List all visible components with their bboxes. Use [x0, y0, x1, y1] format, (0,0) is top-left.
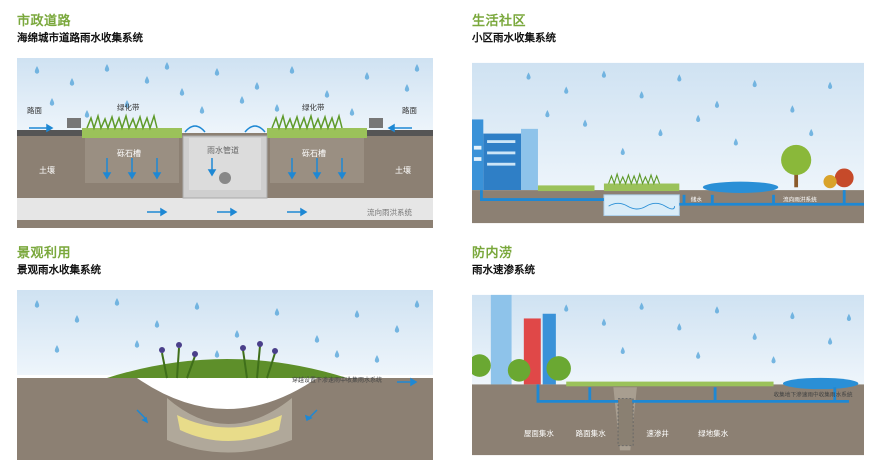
label-well: 速渗井 — [646, 428, 669, 438]
label-road-left: 路面 — [27, 105, 42, 115]
landscape-rain-illustration: 穿越设置下渗速雨中收集雨水系统 — [17, 290, 433, 460]
label-roof: 屋面集水 — [524, 428, 555, 438]
label-flow: 流向雨洪系统 — [783, 195, 817, 203]
label-gravel-right: 砾石槽 — [302, 148, 326, 158]
panel-subtitle: 小区雨水收集系统 — [472, 32, 556, 44]
infiltration-labels: 屋面集水 路面集水 速渗井 绿地集水 收集地下渗速雨中收集雨水系统 — [524, 391, 853, 439]
panel-subtitle: 雨水速渗系统 — [472, 264, 535, 276]
label-road: 路面集水 — [576, 428, 607, 438]
panel-subtitle: 海绵城市道路雨水收集系统 — [17, 32, 143, 44]
panel-subtitle: 景观雨水收集系统 — [17, 264, 101, 276]
label-green-right: 绿化带 — [302, 102, 325, 112]
label-note: 收集地下渗速雨中收集雨水系统 — [774, 391, 853, 399]
label-gravel-left: 砾石槽 — [117, 148, 141, 158]
label-soil-left: 土壤 — [39, 165, 55, 175]
label-soil-right: 土壤 — [395, 165, 411, 175]
road-labels: 路面 绿化带 绿化带 路面 砾石槽 雨水管道 砾石槽 土壤 土壤 流向雨洪系统 — [27, 102, 417, 217]
panel-residential-community: 生活社区 小区雨水收集系统 — [455, 0, 880, 229]
label-storage: 储水 — [691, 195, 703, 203]
panel-landscape-use: 景观利用 景观雨水收集系统 穿越设置下渗速雨中收集雨水系统 — [0, 232, 440, 461]
category-title: 防内涝 — [472, 246, 513, 261]
panel-waterlogging-prevention: 防内涝 雨水速渗系统 — [455, 232, 880, 461]
label-green-left: 绿化带 — [117, 102, 140, 112]
label-flow: 流向雨洪系统 — [367, 207, 412, 217]
category-title: 景观利用 — [17, 246, 72, 261]
label-road-right: 路面 — [402, 105, 417, 115]
label-pipe: 雨水管道 — [207, 145, 239, 155]
category-title: 生活社区 — [472, 14, 527, 29]
infiltration-illustration: 屋面集水 路面集水 速渗井 绿地集水 收集地下渗速雨中收集雨水系统 — [472, 294, 864, 456]
label-note: 穿越设置下渗速雨中收集雨水系统 — [292, 376, 382, 384]
label-green: 绿地集水 — [698, 428, 729, 438]
panel-municipal-road: 市政道路 海绵城市道路雨水收集系统 — [0, 0, 440, 229]
road-rain-illustration: 路面 绿化带 绿化带 路面 砾石槽 雨水管道 砾石槽 土壤 土壤 流向雨洪系统 — [17, 58, 433, 228]
category-title: 市政道路 — [17, 14, 72, 29]
community-rain-illustration: 储水 流向雨洪系统 — [472, 62, 864, 224]
